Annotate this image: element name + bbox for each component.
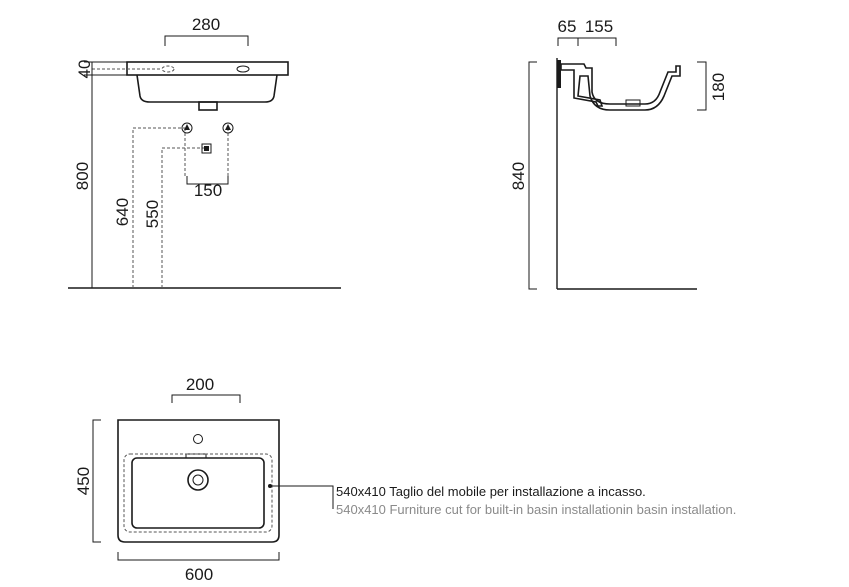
drain-outer-top	[187, 469, 209, 491]
supply-line-left	[132, 127, 185, 288]
drain-inner-top	[192, 474, 204, 486]
dim-supply-height: 640	[113, 198, 132, 226]
note-italian: 540x410 Taglio del mobile per installazi…	[336, 484, 646, 499]
dim-top-width: 600	[185, 565, 213, 584]
supply-valve-left-arrow-icon	[184, 124, 190, 130]
basin-bowl	[136, 74, 278, 103]
drain-line	[161, 147, 207, 288]
supply-valve-right-icon	[222, 122, 234, 134]
dim-wall-gap: 65	[558, 17, 577, 36]
dim-bracket-840	[528, 61, 537, 290]
dim-side-height: 840	[509, 162, 528, 190]
wall-bracket	[557, 60, 561, 88]
dim-bracket-65	[557, 37, 579, 46]
top-view: 200 450 600 540x410 Taglio del mobile pe…	[74, 375, 736, 584]
dim-bracket-200	[171, 394, 241, 403]
supply-valve-left-icon	[181, 122, 193, 134]
dim-bracket-280	[164, 35, 249, 46]
dim-bracket-180	[697, 61, 707, 111]
side-drain	[625, 99, 641, 107]
basin-section-profile	[560, 63, 681, 111]
dim-bracket-600	[117, 552, 280, 561]
dim-front-height: 800	[73, 162, 92, 190]
drain-outlet-core	[204, 146, 209, 151]
furniture-cut-outline	[123, 453, 273, 533]
front-view: 280 40 800 150 640	[68, 15, 341, 289]
basin-outline-top	[117, 419, 280, 543]
bowl-inner-top	[131, 457, 265, 529]
note-english: 540x410 Furniture cut for built-in basin…	[336, 502, 736, 517]
supply-valve-right-arrow-icon	[225, 124, 231, 130]
tap-hole-right	[236, 65, 250, 73]
tap-hole-top	[193, 434, 203, 444]
dim-top-thickness: 40	[75, 60, 94, 79]
dim-supply-spacing: 150	[194, 181, 222, 200]
callout-leader	[270, 485, 334, 509]
dim-bracket-155	[578, 37, 617, 46]
dim-depth-part: 155	[585, 17, 613, 36]
dim-bracket-150	[186, 176, 229, 185]
side-view: 840 65 155 180	[509, 17, 728, 290]
dim-front-width: 280	[192, 15, 220, 34]
dim-bowl-height: 180	[709, 73, 728, 101]
dim-drain-offset: 200	[186, 375, 214, 394]
dim-top-depth: 450	[74, 467, 93, 495]
basin-drain	[198, 101, 218, 111]
tap-hole-left	[161, 65, 175, 73]
dim-drain-height: 550	[143, 200, 162, 228]
drain-outlet-icon	[201, 143, 212, 154]
basin-top-slab	[126, 61, 289, 76]
dim-bracket-450	[92, 419, 101, 543]
